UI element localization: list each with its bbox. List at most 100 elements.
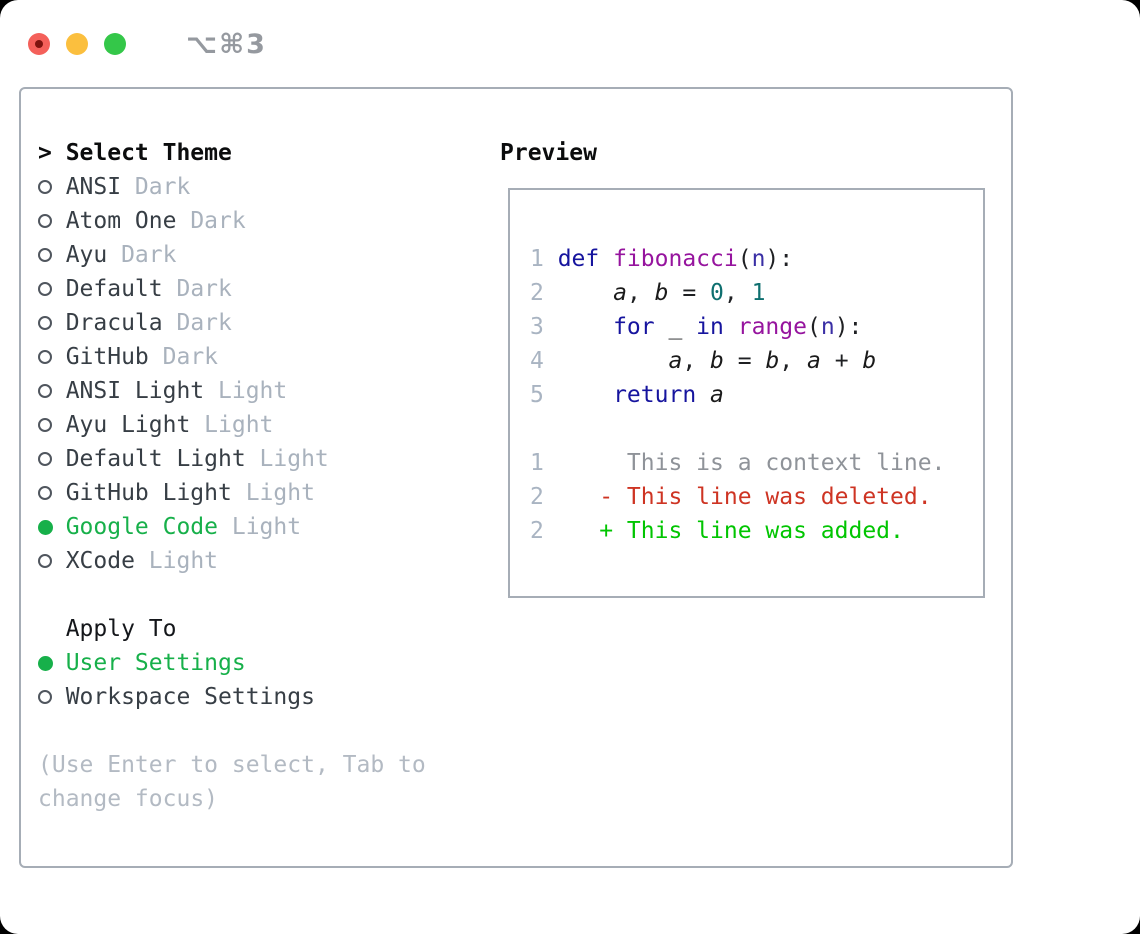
apply-option-label: Workspace Settings (65, 684, 315, 710)
code-segment-plain: _ (654, 314, 697, 340)
theme-option-default-light[interactable]: Default Light Light (38, 442, 484, 476)
theme-name: ANSI Light (65, 378, 205, 404)
radio-selected-icon (38, 519, 66, 535)
theme-name: Default Light (65, 446, 246, 472)
apply-option-user-settings[interactable]: User Settings (38, 646, 484, 680)
theme-name: Ayu (65, 242, 108, 268)
code-segment-plain: ): (834, 314, 863, 340)
code-segment-plain: + (820, 348, 863, 374)
code-line: 2 a, b = 0, 1 (530, 276, 983, 310)
theme-name: Dracula (65, 310, 163, 336)
theme-variant: Dark (176, 310, 232, 336)
radio-selected-icon (38, 655, 66, 671)
zoom-button[interactable] (104, 33, 126, 55)
code-line: 2 + This line was added. (530, 514, 983, 548)
apply-option-workspace-settings[interactable]: Workspace Settings (38, 680, 484, 714)
radio-icon (38, 214, 66, 228)
code-segment-plain (558, 348, 669, 374)
theme-option-ansi-light[interactable]: ANSI Light Light (38, 374, 484, 408)
preview-title: Preview (500, 140, 597, 166)
select-theme-header: > Select Theme (38, 136, 484, 170)
theme-name: Default (65, 276, 163, 302)
code-segment-plain (558, 382, 613, 408)
code-segment-plain (558, 484, 600, 510)
line-number: 1 (530, 246, 544, 272)
code-segment-plain (696, 382, 710, 408)
code-segment-param: n (820, 314, 835, 340)
radio-icon (38, 690, 66, 704)
theme-variant: Light (204, 412, 274, 438)
code-segment-plain (558, 518, 600, 544)
code-line: 5 return a (530, 378, 983, 412)
line-number: 2 (530, 280, 544, 306)
code-segment-keyword: return (613, 382, 697, 408)
code-segment-keyword: in (696, 314, 724, 340)
theme-variant: Light (231, 514, 302, 540)
code-segment-number: 0 (710, 280, 724, 306)
code-segment-variable: a (668, 348, 683, 374)
theme-variant: Light (259, 446, 329, 472)
code-segment-context: This is a context line. (557, 450, 946, 476)
radio-icon (38, 418, 66, 432)
code-line: 1 This is a context line. (530, 446, 983, 480)
code-segment-added: + This line was added. (599, 518, 904, 544)
theme-variant: Dark (176, 276, 232, 302)
code-segment-variable: b (765, 348, 780, 374)
apply-to-title: Apply To (65, 616, 177, 642)
code-segment-plain (558, 280, 613, 306)
select-theme-title: Select Theme (65, 140, 232, 166)
theme-option-ayu-light[interactable]: Ayu Light Light (38, 408, 484, 442)
code-segment-plain (724, 314, 738, 340)
code-segment-plain (558, 314, 613, 340)
radio-icon (38, 486, 66, 500)
theme-name: Ayu Light (65, 412, 191, 438)
theme-variant: Light (245, 480, 315, 506)
radio-icon (38, 554, 66, 568)
theme-option-dracula[interactable]: Dracula Dark (38, 306, 484, 340)
code-blank-line (530, 412, 983, 446)
theme-option-default[interactable]: Default Dark (38, 272, 484, 306)
code-segment-plain: , (626, 280, 655, 306)
code-segment-function: fibonacci (613, 246, 738, 272)
radio-icon (38, 180, 66, 194)
code-segment-variable: a (710, 382, 724, 408)
theme-name: GitHub (65, 344, 149, 370)
apply-option-label: User Settings (65, 650, 246, 676)
cursor-icon: > (38, 140, 52, 166)
radio-icon (38, 248, 66, 262)
close-button[interactable] (28, 33, 50, 55)
line-number: 1 (530, 450, 544, 476)
line-number: 4 (530, 348, 544, 374)
window-title: ⌥⌘3 (186, 28, 267, 60)
theme-variant: Light (218, 378, 288, 404)
radio-icon (38, 452, 66, 466)
code-segment-variable: a (613, 280, 627, 306)
code-segment-plain: ): (765, 246, 794, 272)
theme-variant: Light (148, 548, 219, 574)
titlebar: ⌥⌘3 (0, 0, 1140, 62)
line-number: 2 (530, 484, 544, 510)
theme-name: Atom One (65, 208, 177, 234)
minimize-button[interactable] (66, 33, 88, 55)
code-line: 4 a, b = b, a + b (530, 344, 983, 378)
code-segment-plain: ( (806, 314, 821, 340)
code-segment-plain: = (668, 280, 711, 306)
help-text: (Use Enter to select, Tab to change focu… (38, 752, 426, 812)
code-segment-param: n (751, 246, 766, 272)
code-segment-plain: ( (737, 246, 752, 272)
apply-to-header: Apply To (38, 612, 484, 646)
